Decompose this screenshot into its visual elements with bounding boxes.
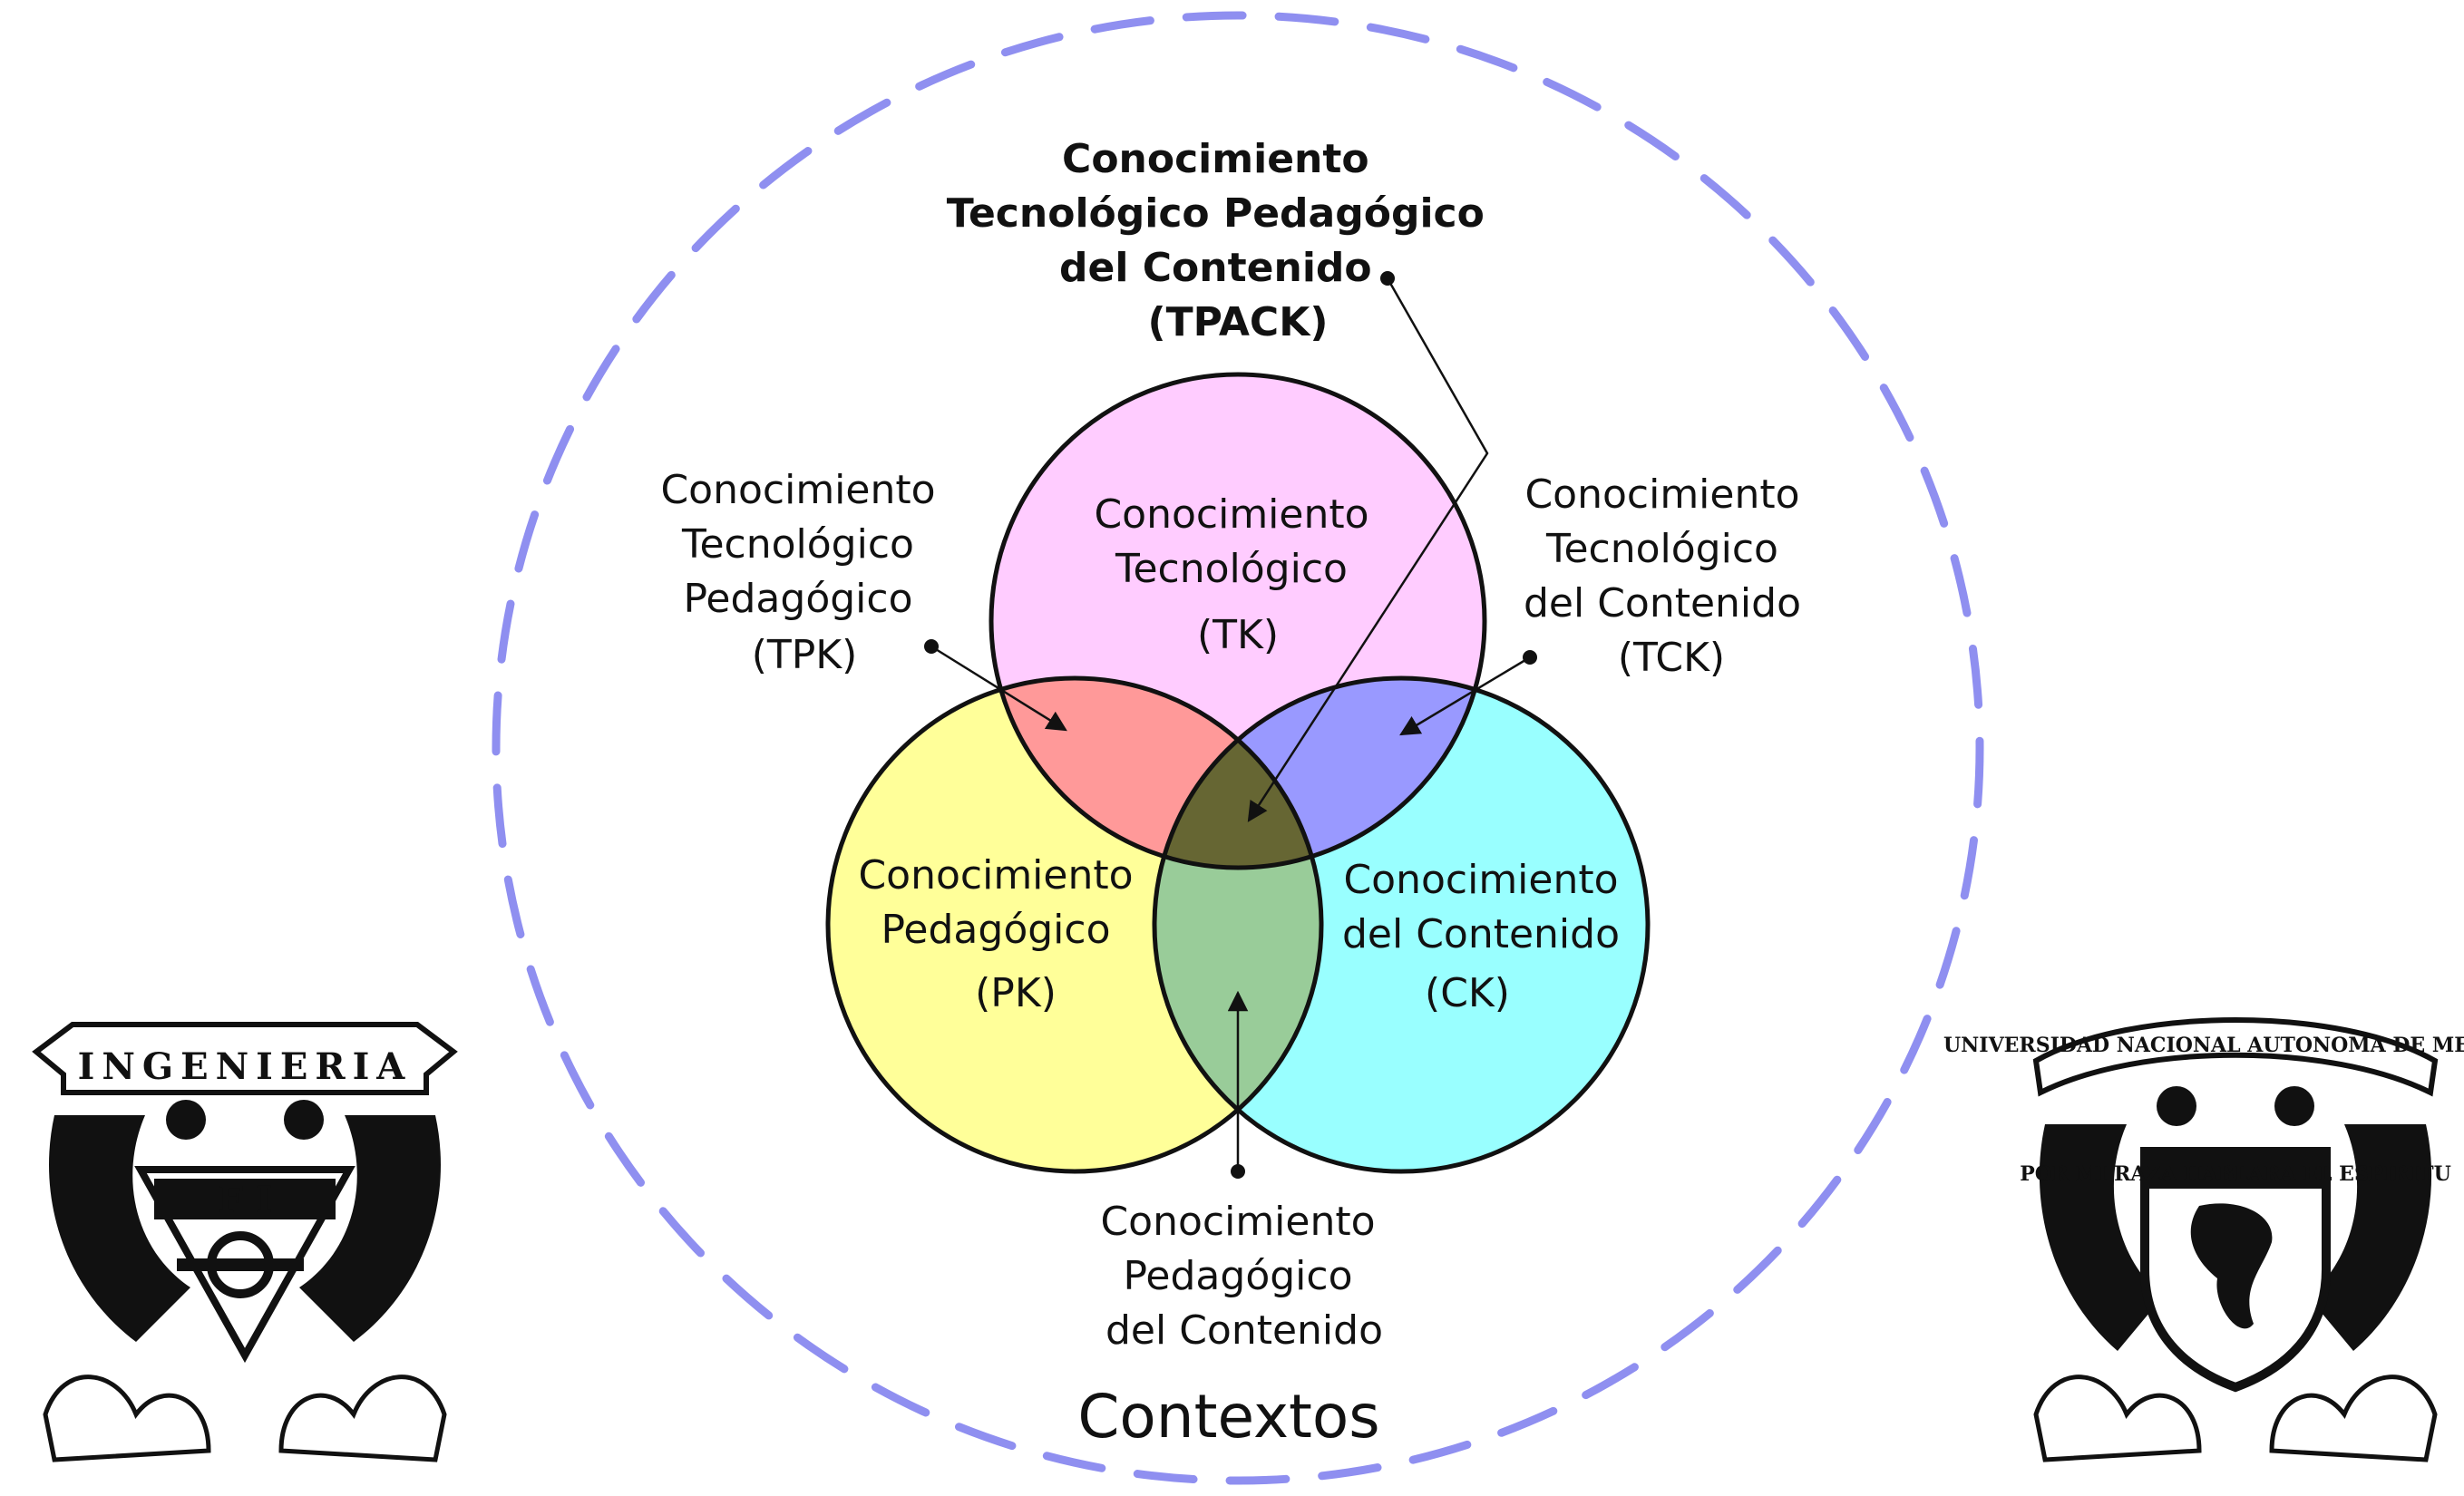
tpk-label: Conocimiento Tecnológico Pedagógico (TPK… xyxy=(660,467,948,678)
tpack-leader-line xyxy=(1247,277,1489,822)
svg-text:F I: F I xyxy=(217,1179,272,1221)
tk-outline xyxy=(989,372,1487,870)
tpack-intersection xyxy=(1154,678,1321,868)
contexts-ring xyxy=(492,11,1984,1485)
engineering-emblem: INGENIERIA F I xyxy=(32,1022,458,1462)
ck-outline xyxy=(1152,675,1651,1174)
tck-leader-line xyxy=(1399,656,1531,736)
unam-emblem: UNIVERSIDAD NACIONAL AUTONOMA DE MEXICO … xyxy=(1943,1017,2464,1462)
contexts-label: Contextos xyxy=(1077,1382,1379,1452)
pk-outline xyxy=(825,675,1324,1174)
pck-label: Conocimiento Pedagógico del Contenido xyxy=(1100,1199,1388,1354)
pck-leader-dot xyxy=(1231,1164,1245,1179)
svg-text:POR MI RAZA HABLARA EL ESPIRIT: POR MI RAZA HABLARA EL ESPIRITU xyxy=(2020,1162,2451,1186)
ck-label: Conocimiento del Contenido (CK) xyxy=(1342,857,1632,1016)
tck-leader-dot xyxy=(1523,650,1537,665)
svg-text:INGENIERIA: INGENIERIA xyxy=(78,1045,413,1088)
tck-label: Conocimiento Tecnológico del Contenido (… xyxy=(1524,471,1814,681)
tpk-leader-line xyxy=(930,645,1067,732)
tk-label: Conocimiento Tecnológico (TK) xyxy=(1094,491,1381,658)
tpack-leader-dot xyxy=(1380,271,1395,286)
tpack-label: Conocimiento Tecnológico Pedagógico del … xyxy=(947,136,1498,345)
pk-label: Conocimiento Pedagógico (PK) xyxy=(858,852,1145,1016)
tpk-leader-dot xyxy=(924,639,939,654)
svg-text:UNIVERSIDAD NACIONAL AUTONOMA: UNIVERSIDAD NACIONAL AUTONOMA DE MEXICO xyxy=(1943,1034,2464,1057)
